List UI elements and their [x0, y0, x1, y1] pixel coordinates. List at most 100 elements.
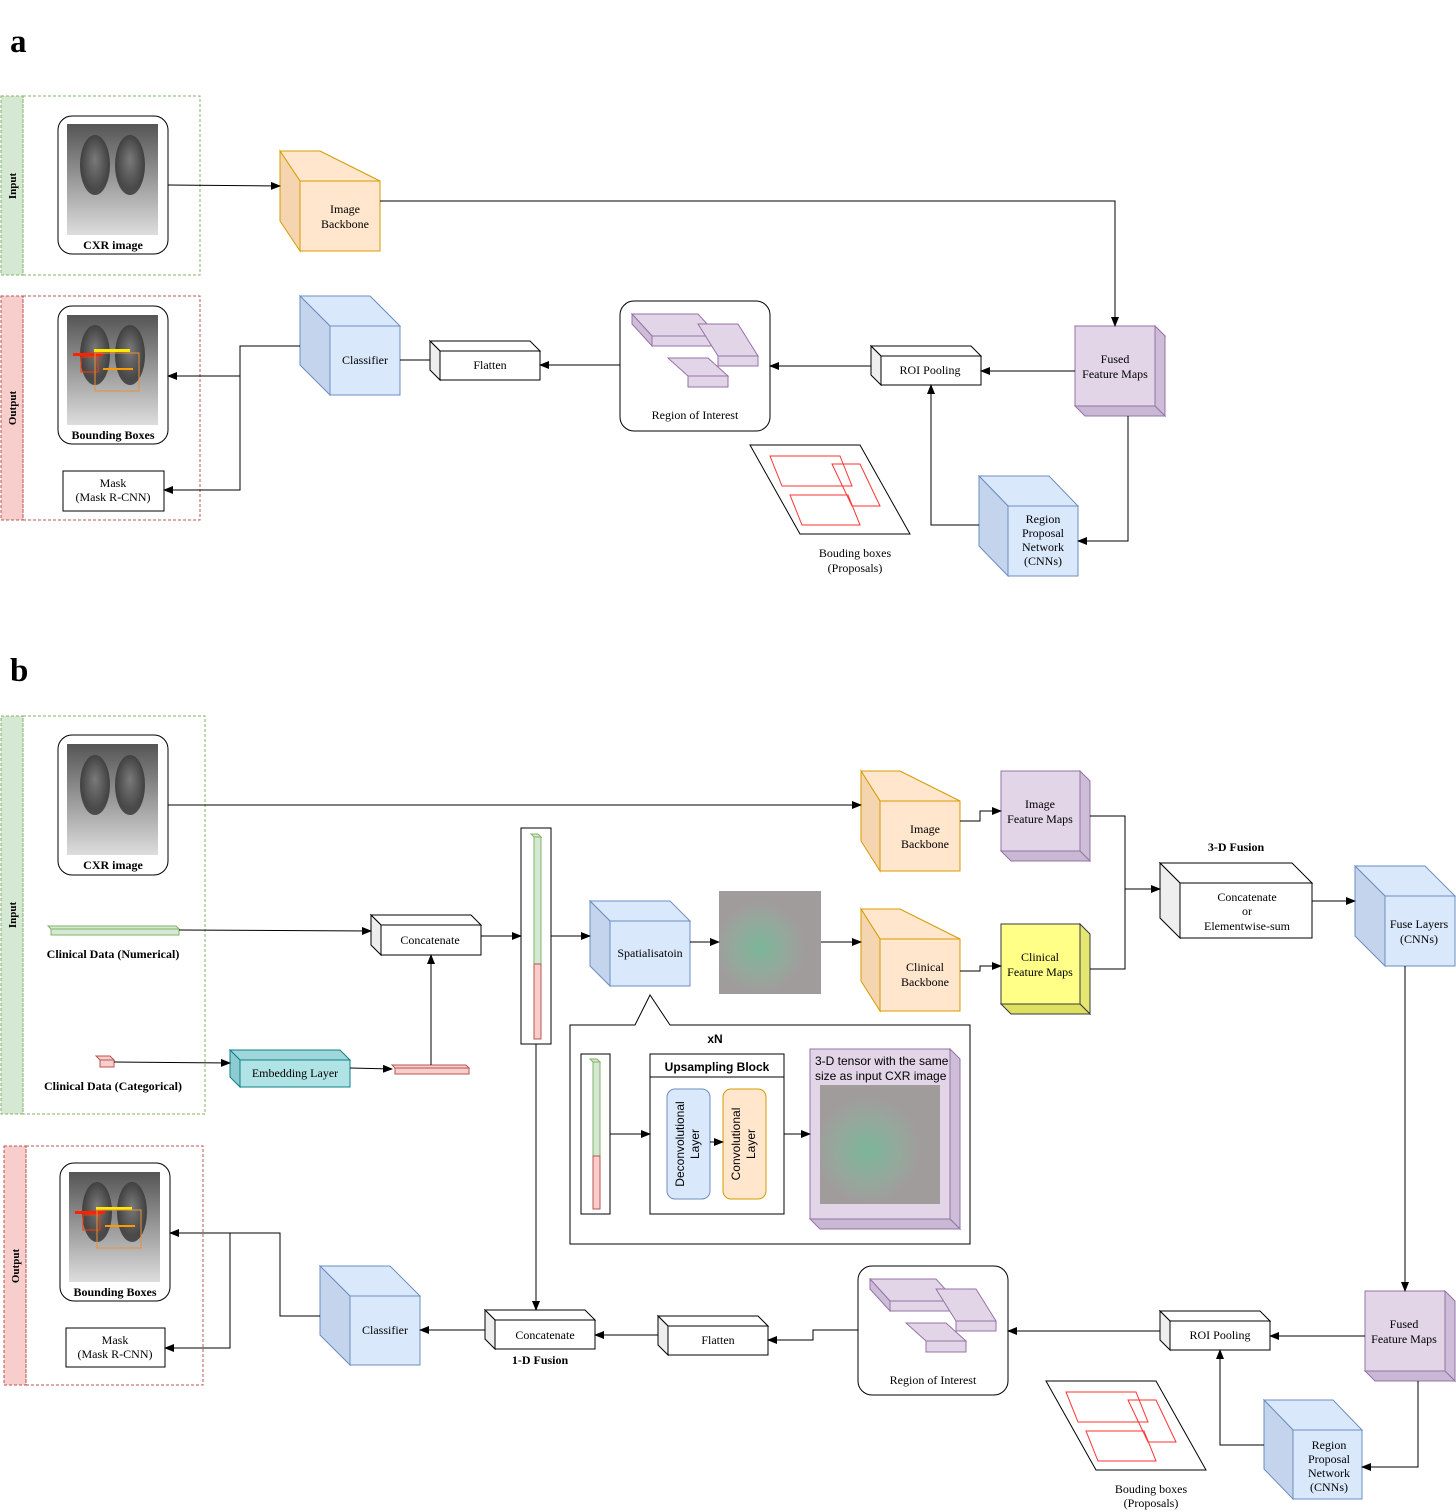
panel-a: a Input Output CXR image Bounding — [0, 24, 1167, 578]
mask-line2: (Mask R-CNN) — [76, 490, 151, 504]
rpn-line3: Network — [1308, 1466, 1350, 1480]
classifier-label: Classifier — [362, 1323, 408, 1337]
clinical-fmaps-line1: Clinical — [1021, 950, 1060, 964]
fuse-layers-line1: Fuse Layers — [1390, 917, 1449, 931]
rpn-line1: Region — [1026, 512, 1061, 526]
flatten-box — [428, 339, 542, 382]
spatial-tensor-image — [719, 891, 821, 994]
input-label: Input — [7, 902, 19, 929]
embedding-label: Embedding Layer — [252, 1066, 338, 1080]
concatenate-bottom-box — [483, 1308, 597, 1351]
image-fmaps-line1: Image — [1025, 797, 1055, 811]
proposals-line1: Bouding boxes — [1115, 1482, 1188, 1496]
classifier-cube — [318, 1264, 422, 1367]
image-backbone-line2: Backbone — [901, 837, 949, 851]
flatten-box — [656, 1314, 770, 1357]
panel-a-edges — [163, 181, 1129, 545]
rpn-line4: (CNNs) — [1310, 1480, 1348, 1494]
output-label: Output — [7, 391, 19, 426]
fusion3d-line2: or — [1242, 904, 1252, 918]
output-band — [0, 295, 24, 521]
clinical-num-caption: Clinical Data (Numerical) — [47, 947, 180, 961]
mask-line1: Mask — [100, 476, 127, 490]
mask-box — [65, 1327, 166, 1368]
panel-b-title: b — [10, 653, 28, 689]
rpn-line3: Network — [1022, 540, 1064, 554]
panel-b-edges — [113, 801, 1419, 1471]
image-backbone-cube — [279, 149, 381, 253]
roi-caption: Region of Interest — [890, 1373, 977, 1387]
bbox-image — [67, 315, 158, 425]
cxr-image — [67, 124, 158, 235]
concatenate-top-label: Concatenate — [400, 933, 459, 947]
mask-line1: Mask — [102, 1333, 129, 1347]
concat-vector — [529, 833, 543, 1040]
deconv-layer — [666, 1088, 711, 1200]
proposals-line2: (Proposals) — [1124, 1496, 1179, 1510]
image-backbone-line1: Image — [910, 822, 940, 836]
fusion3d-line3: Elementwise-sum — [1204, 919, 1291, 933]
fused-line1: Fused — [1390, 1317, 1419, 1331]
roi-shapes — [630, 312, 759, 388]
mask-line2: (Mask R-CNN) — [78, 1347, 153, 1361]
output-label: Output — [10, 1249, 22, 1284]
spatialisation-cube — [588, 899, 692, 988]
fuse-layers-cube — [1353, 864, 1456, 968]
clinical-backbone-cube — [860, 907, 961, 1013]
image-backbone-line1: Image — [330, 202, 360, 216]
flatten-label: Flatten — [701, 1333, 734, 1347]
clinical-categorical-cube — [94, 1055, 116, 1068]
flatten-label: Flatten — [473, 358, 506, 372]
panel-b: b Input Output CXR image Clinical Data (… — [0, 653, 1456, 1510]
input-region — [22, 715, 206, 1115]
fusion3d-title: 3-D Fusion — [1208, 840, 1265, 854]
fusion3d-box — [1158, 861, 1314, 940]
fused-line2: Feature Maps — [1371, 1332, 1437, 1346]
roi-pooling-box — [869, 344, 983, 387]
panel-a-title: a — [10, 24, 27, 60]
cxr-image — [67, 744, 158, 855]
input-label: Input — [7, 173, 19, 200]
proposals-line1: Bouding boxes — [819, 546, 892, 560]
tensor-cube — [808, 1047, 962, 1231]
fused-fmaps-cube — [1073, 324, 1167, 418]
fusion3d-line1: Concatenate — [1217, 890, 1276, 904]
proposals-sheet — [1045, 1380, 1207, 1471]
upsampling-title: Upsampling Block — [665, 1060, 770, 1074]
tensor-caption-line2: size as input CXR image — [815, 1069, 947, 1083]
embedding-layer-box — [228, 1048, 352, 1089]
image-fmaps-line2: Feature Maps — [1007, 812, 1073, 826]
clinical-backbone-line1: Clinical — [906, 960, 945, 974]
callout-vector — [588, 1058, 602, 1210]
output-region — [22, 295, 201, 521]
xn-label: xN — [707, 1032, 722, 1046]
clinical-cat-caption: Clinical Data (Categorical) — [44, 1079, 182, 1093]
image-fmaps-cube — [999, 769, 1092, 863]
embedding-vector — [390, 1064, 471, 1075]
classifier-cube — [298, 294, 402, 397]
roi-shapes — [868, 1277, 997, 1353]
fuse-layers-line2: (CNNs) — [1400, 932, 1438, 946]
fused-line1: Fused — [1101, 352, 1130, 366]
rpn-line1: Region — [1312, 1438, 1347, 1452]
clinical-fmaps-line2: Feature Maps — [1007, 965, 1073, 979]
rpn-line2: Proposal — [1308, 1452, 1351, 1466]
rpn-cube — [977, 474, 1080, 578]
rpn-cube — [1262, 1398, 1364, 1501]
conv-line1: Convolutional — [729, 1108, 743, 1181]
image-backbone-line2: Backbone — [321, 217, 369, 231]
roi-pooling-label: ROI Pooling — [899, 363, 960, 377]
fused-fmaps-cube — [1363, 1289, 1456, 1383]
spatialisation-label: Spatialisatoin — [617, 946, 682, 960]
output-region — [25, 1145, 204, 1386]
bbox-caption: Bounding Boxes — [73, 1285, 156, 1299]
roi-pooling-label: ROI Pooling — [1189, 1328, 1250, 1342]
concatenate-bottom-label: Concatenate — [515, 1328, 574, 1342]
rpn-line2: Proposal — [1022, 526, 1065, 540]
rpn-line4: (CNNs) — [1024, 554, 1062, 568]
tensor-caption-line1: 3-D tensor with the same — [815, 1054, 949, 1068]
bbox-image — [69, 1172, 160, 1282]
fusion1d-label: 1-D Fusion — [512, 1353, 569, 1367]
cxr-caption: CXR image — [83, 858, 143, 872]
